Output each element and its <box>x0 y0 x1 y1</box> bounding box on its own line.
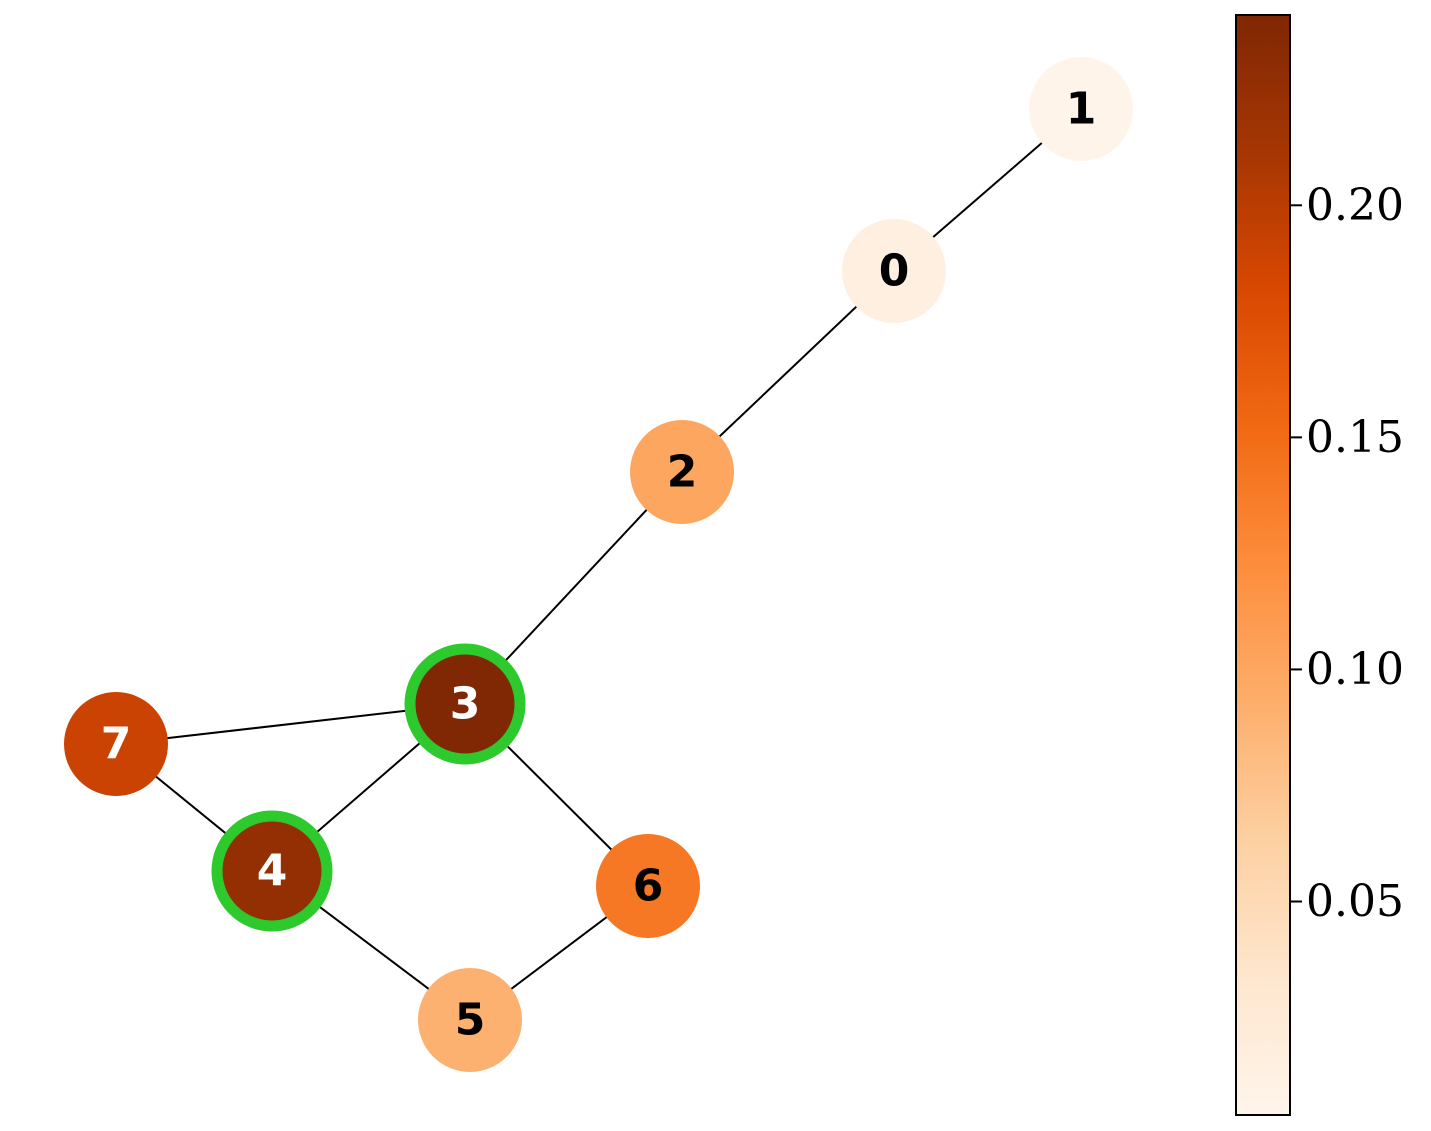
node-2: 2 <box>630 420 734 524</box>
node-circle <box>596 834 700 938</box>
node-circle <box>418 968 522 1072</box>
node-label: 0 <box>879 246 910 297</box>
node-circle <box>630 420 734 524</box>
node-circle <box>1029 57 1133 161</box>
node-7: 7 <box>64 692 168 796</box>
node-circle <box>211 810 333 932</box>
graph-nodes: 0 1 2 3 4 5 6 7 <box>64 57 1133 1072</box>
node-6: 6 <box>596 834 700 938</box>
node-circle <box>64 692 168 796</box>
node-1: 1 <box>1029 57 1133 161</box>
colorbar-tick-label: 0.05 <box>1306 876 1404 927</box>
node-label: 6 <box>633 861 664 912</box>
colorbar-gradient <box>1235 14 1291 1116</box>
node-4: 4 <box>211 810 333 932</box>
colorbar-ticks: 0.05 0.10 0.15 0.20 <box>1290 180 1404 927</box>
node-label: 5 <box>455 995 486 1046</box>
node-0: 0 <box>842 219 946 323</box>
colorbar-tick-label: 0.15 <box>1306 412 1404 463</box>
node-5: 5 <box>418 968 522 1072</box>
node-3: 3 <box>404 643 526 765</box>
node-circle <box>404 643 526 765</box>
node-label: 4 <box>257 846 288 897</box>
colorbar-tick-label: 0.10 <box>1306 644 1404 695</box>
node-label: 1 <box>1066 84 1097 135</box>
node-label: 3 <box>450 679 481 730</box>
colorbar: 0.05 0.10 0.15 0.20 <box>1235 14 1404 1116</box>
node-circle <box>842 219 946 323</box>
node-label: 2 <box>667 447 698 498</box>
colorbar-tick-label: 0.20 <box>1306 180 1404 231</box>
node-label: 7 <box>101 719 132 770</box>
